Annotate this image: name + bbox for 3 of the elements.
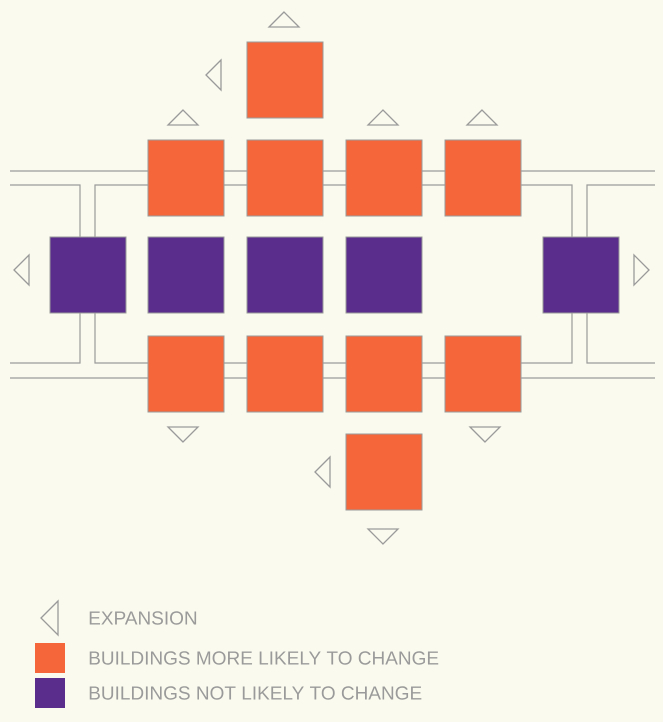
legend-text: EXPANSION	[90, 611, 196, 625]
legend-text: BUILDINGS MORE LIKELY TO CHANGE	[90, 651, 438, 665]
legend-text: BUILDINGS NOT LIKELY TO CHANGE	[90, 686, 422, 700]
